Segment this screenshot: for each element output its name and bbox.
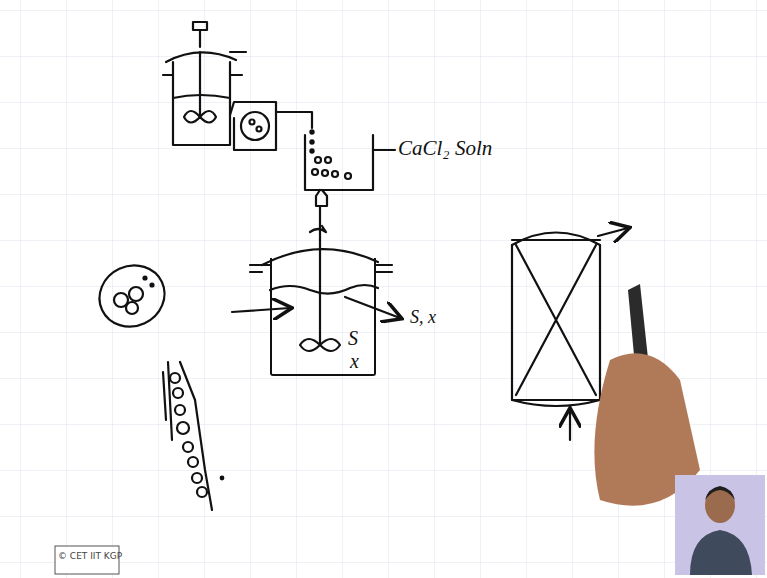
sketch-stroke [512,245,600,406]
sketch-stroke [173,95,230,98]
sketch-stroke [183,442,193,452]
sketch-stroke [332,171,338,177]
sketch-stroke [690,530,752,575]
sketch-stroke [197,487,207,497]
sketch-stroke [319,206,321,240]
sketch-stroke [322,170,328,176]
sketch-stroke [257,127,262,132]
sketch-stroke [177,422,189,434]
sketch-stroke [232,308,290,312]
sketch-stroke [316,190,327,206]
sketch-stroke [325,157,331,163]
sketch-stroke [310,130,313,133]
variable-symbol: S [348,328,358,348]
sketch-stroke [193,22,207,30]
sketch-stroke [594,284,700,506]
sketch-stroke [310,149,313,152]
sketch-stroke [170,373,180,383]
sketch-stroke [300,339,340,351]
sketch-stroke [199,52,201,117]
sketch-stroke [241,112,269,140]
sketch-stroke [512,240,600,400]
sketch-stroke [310,140,313,143]
sketch-stroke [345,173,351,179]
sketch-stroke [312,169,318,175]
sketch-stroke [569,410,571,440]
sketch-stroke [230,102,276,150]
sketch-stroke [675,475,765,575]
variable-symbol: x [350,351,359,371]
sketch-stroke [89,255,174,337]
sketch-stroke [705,487,735,523]
sketch-stroke [173,388,183,398]
sketch-stroke [180,362,212,510]
sketch-stroke [151,284,154,287]
sketch-stroke [184,111,216,123]
sketch-stroke [516,245,596,395]
sketch-stroke [126,302,138,314]
outlet-label: S, x [410,308,436,328]
sketch-stroke [144,277,147,280]
sketch-stroke [175,405,185,415]
bioreactor-vessel: Sx [270,258,376,376]
sketch-stroke [173,62,230,145]
sketch-stroke [199,30,201,47]
sketch-stroke [221,477,224,480]
sketch-stroke [276,112,312,128]
sketch-stroke [163,52,246,75]
watermark: © CET IIT KGP [58,552,122,562]
sketch-stroke [310,226,326,232]
sketch-stroke [345,297,400,318]
sketch-stroke [192,473,202,483]
solution-label: CaCl₂ Soln [398,137,492,160]
sketch-stroke [319,240,321,345]
sketch-stroke [373,149,395,151]
sketch-stroke [705,486,735,500]
sketch-stroke [598,228,628,236]
sketch-stroke [188,457,198,467]
sketch-stroke [315,157,321,163]
sketch-stroke [163,362,172,440]
sketch-stroke [305,135,373,190]
sketch-stroke [129,287,143,301]
sketch-stroke [512,233,600,246]
sketch-stroke [270,285,378,294]
sketch-stroke [89,22,628,510]
sketch-stroke [250,120,255,125]
